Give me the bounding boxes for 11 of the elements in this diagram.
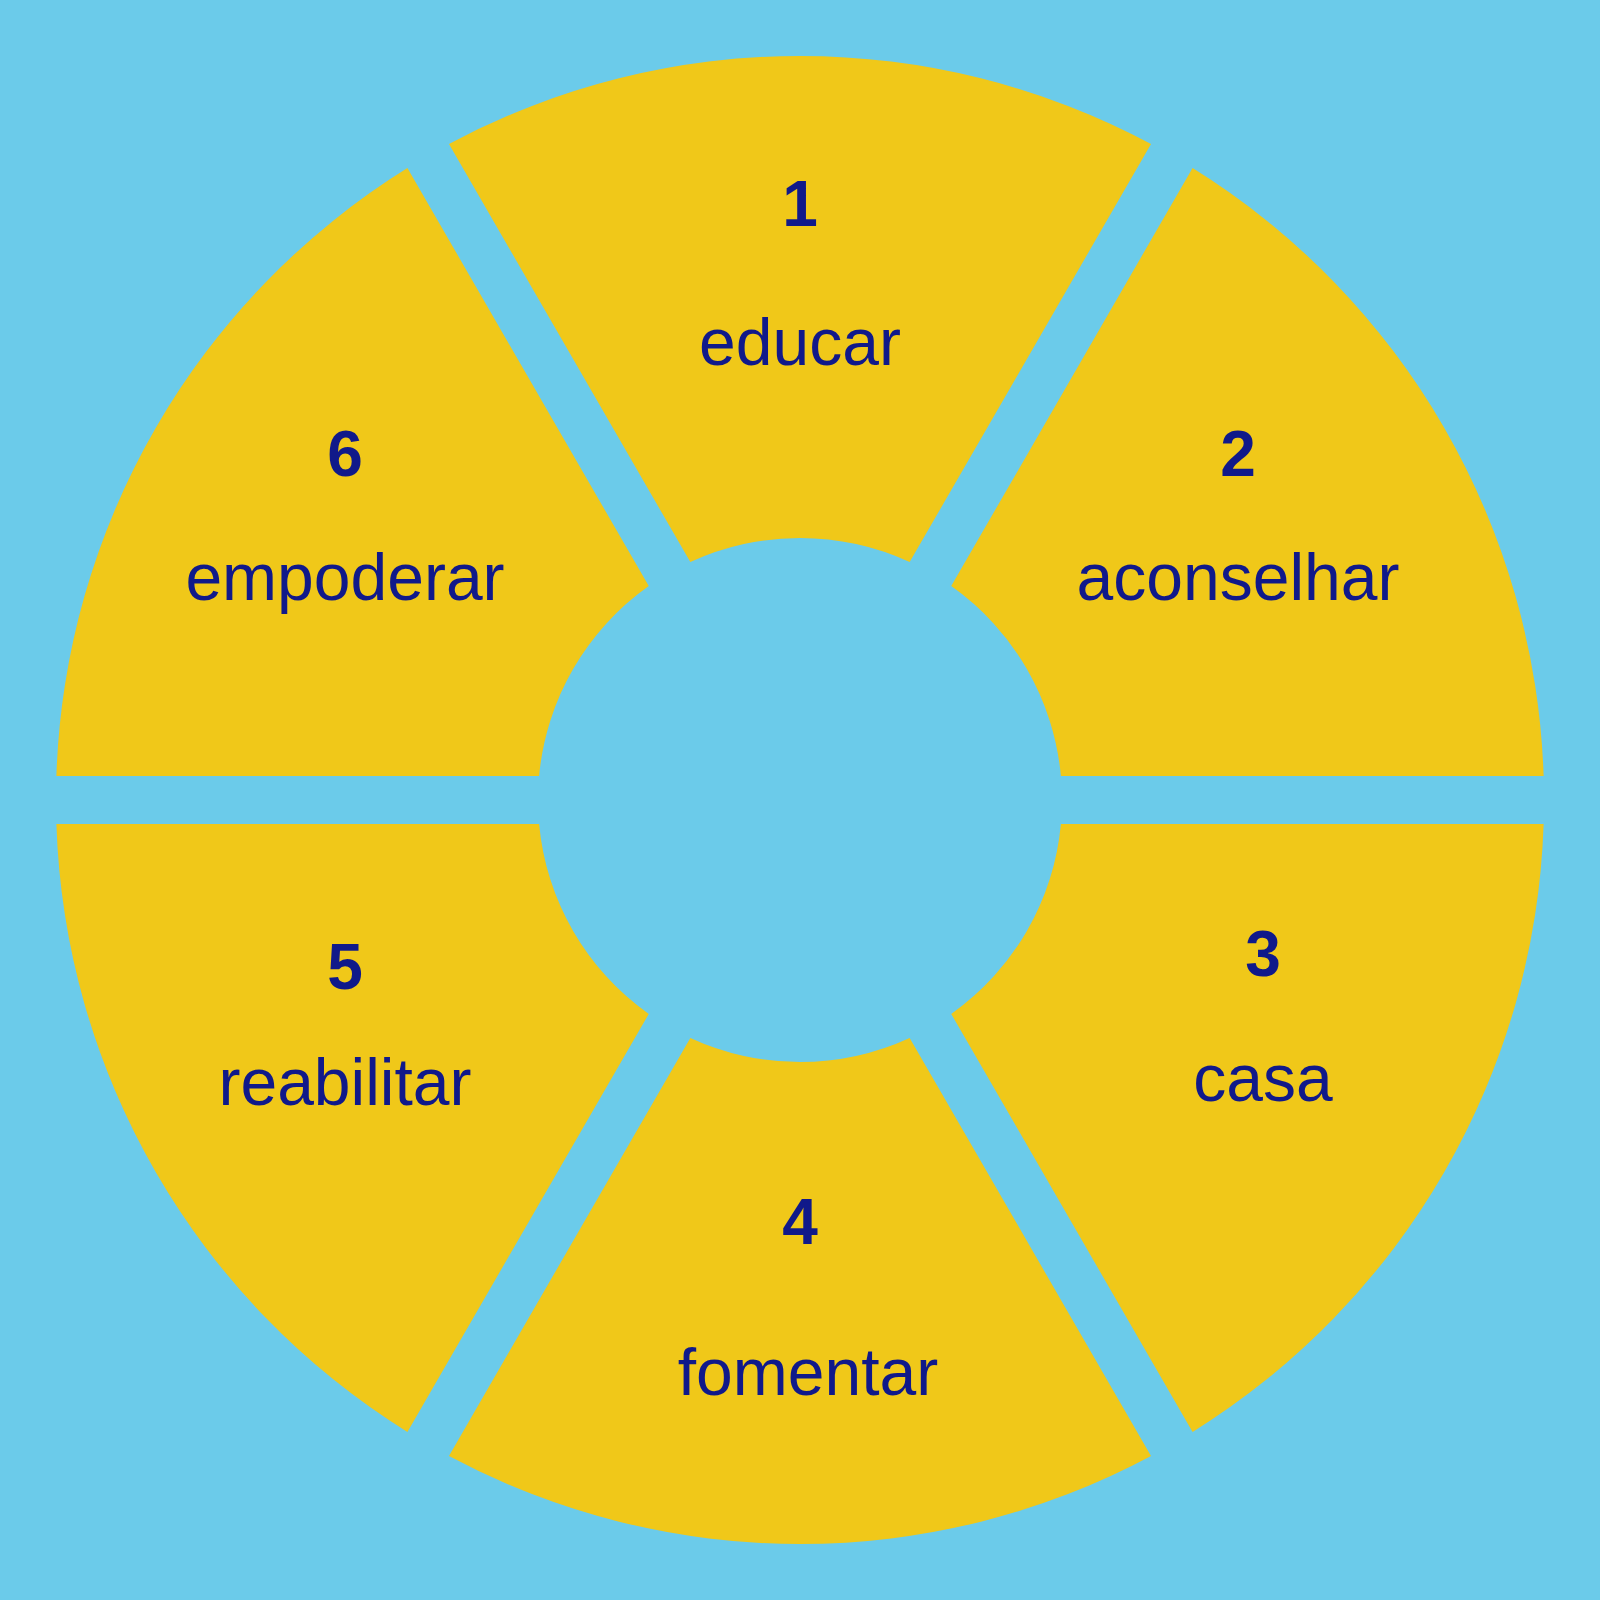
segment-label: casa (1193, 1045, 1333, 1111)
segment-number: 4 (782, 1190, 818, 1254)
segment-label: fomentar (677, 1339, 939, 1405)
segment-number: 1 (782, 172, 818, 236)
segment-number: 6 (327, 422, 363, 486)
segment-number: 2 (1220, 422, 1256, 486)
segment-number: 3 (1245, 922, 1281, 986)
segment-label: aconselhar (1076, 544, 1400, 610)
segment-number: 5 (327, 935, 363, 999)
segment-label: educar (699, 309, 901, 375)
segment-label: reabilitar (218, 1049, 472, 1115)
